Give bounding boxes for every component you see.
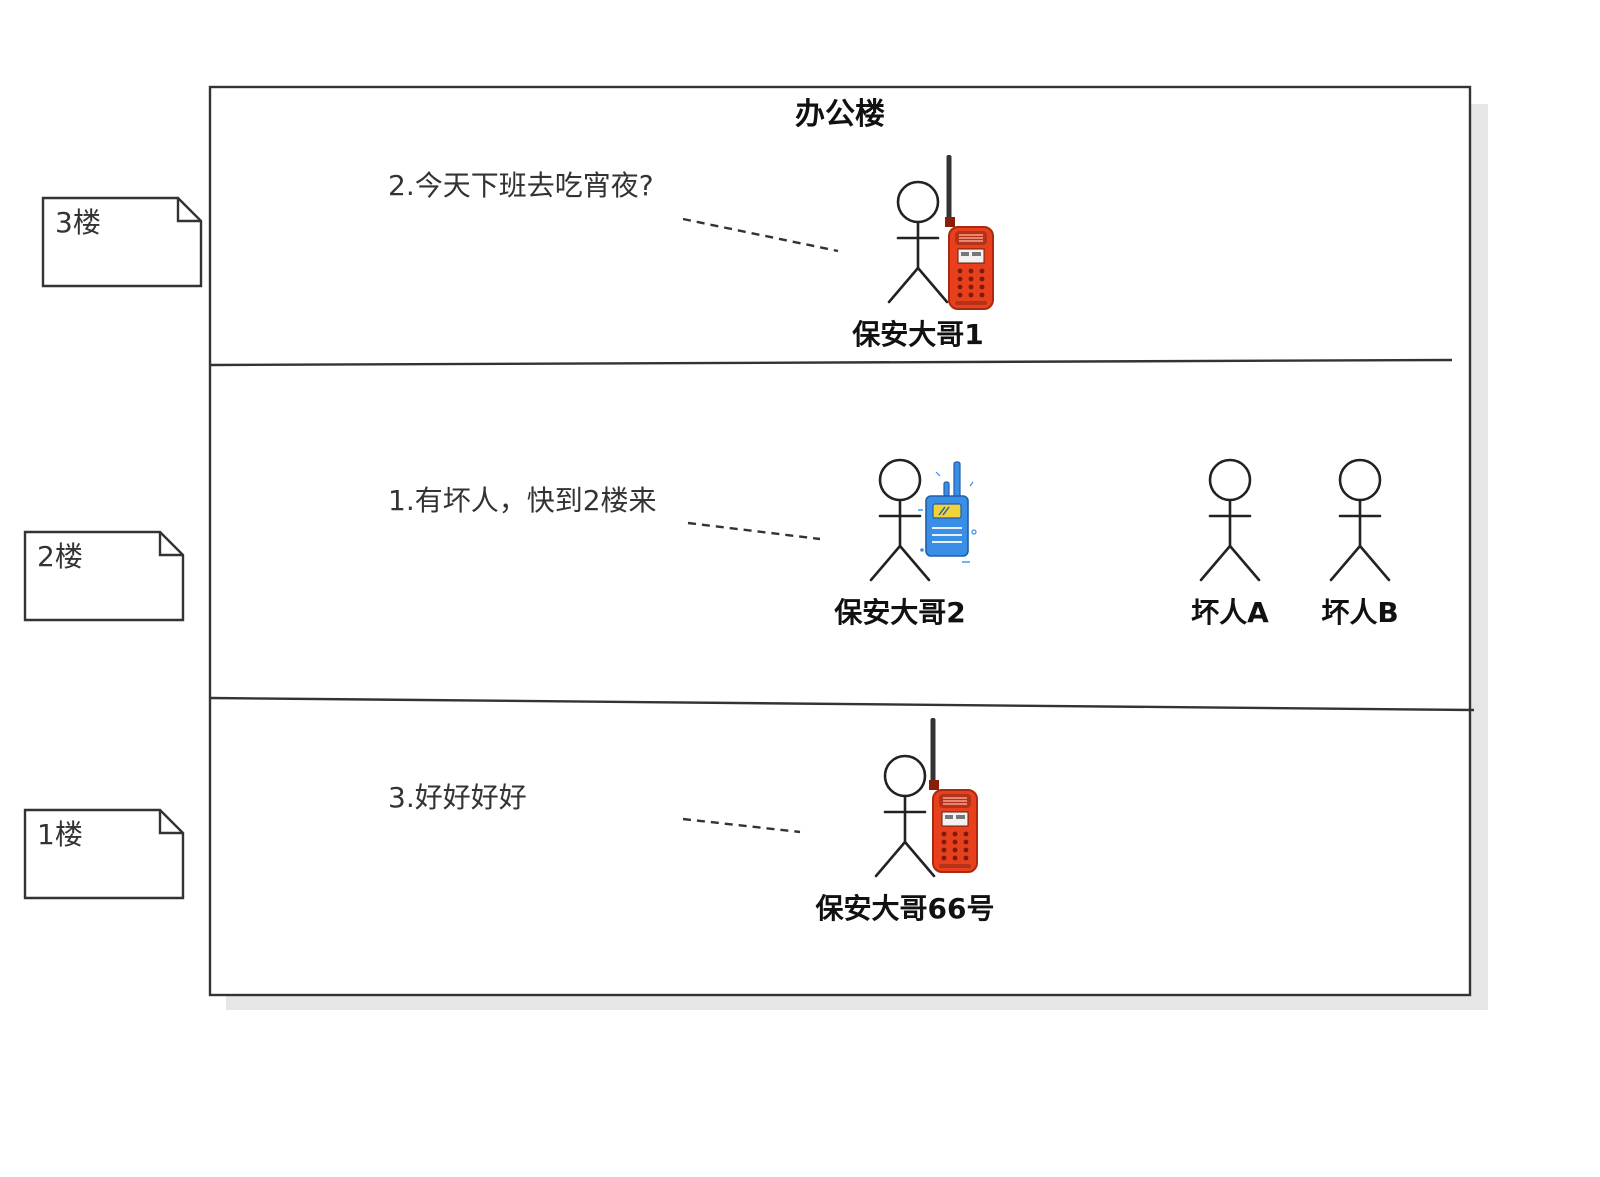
floor-note-2-label: 2楼 xyxy=(37,540,83,573)
message-3-connector xyxy=(682,817,801,834)
actor-bad-b-label: 坏人B xyxy=(1321,596,1398,629)
message-2: 2.今天下班去吃宵夜? xyxy=(388,169,654,202)
floor-divider-2-1 xyxy=(209,696,1475,712)
message-3: 3.好好好好 xyxy=(388,781,527,814)
actor-guard-66-label: 保安大哥66号 xyxy=(816,892,995,925)
stick-figure-icon xyxy=(1199,458,1261,582)
actor-bad-b: 坏人B xyxy=(1321,458,1399,629)
office-building-frame xyxy=(208,85,1472,997)
floor-note-3: 3楼 xyxy=(41,196,203,288)
stick-figure-icon xyxy=(887,180,949,304)
actor-guard-66: 保安大哥66号 xyxy=(816,717,995,925)
floor-note-1-label: 1楼 xyxy=(37,818,83,851)
floor-note-3-label: 3楼 xyxy=(55,206,101,239)
stick-figure-icon xyxy=(869,458,931,582)
message-2-connector xyxy=(682,217,839,253)
stick-figure-icon xyxy=(874,754,936,878)
message-1: 1.有坏人，快到2楼来 xyxy=(388,484,657,517)
floor-note-1: 1楼 xyxy=(23,808,185,900)
actor-guard-1: 保安大哥1 xyxy=(852,154,994,351)
actor-bad-a-label: 坏人A xyxy=(1191,596,1269,629)
actor-guard-2: 保安大哥2 xyxy=(834,458,977,629)
building-title: 办公楼 xyxy=(795,97,885,132)
floor-divider-3-2 xyxy=(209,358,1453,367)
actor-guard-2-label: 保安大哥2 xyxy=(834,596,965,629)
actor-guard-1-label: 保安大哥1 xyxy=(852,318,983,351)
floor-note-2: 2楼 xyxy=(23,530,185,622)
actor-bad-a: 坏人A xyxy=(1191,458,1269,629)
stick-figure-icon xyxy=(1329,458,1391,582)
